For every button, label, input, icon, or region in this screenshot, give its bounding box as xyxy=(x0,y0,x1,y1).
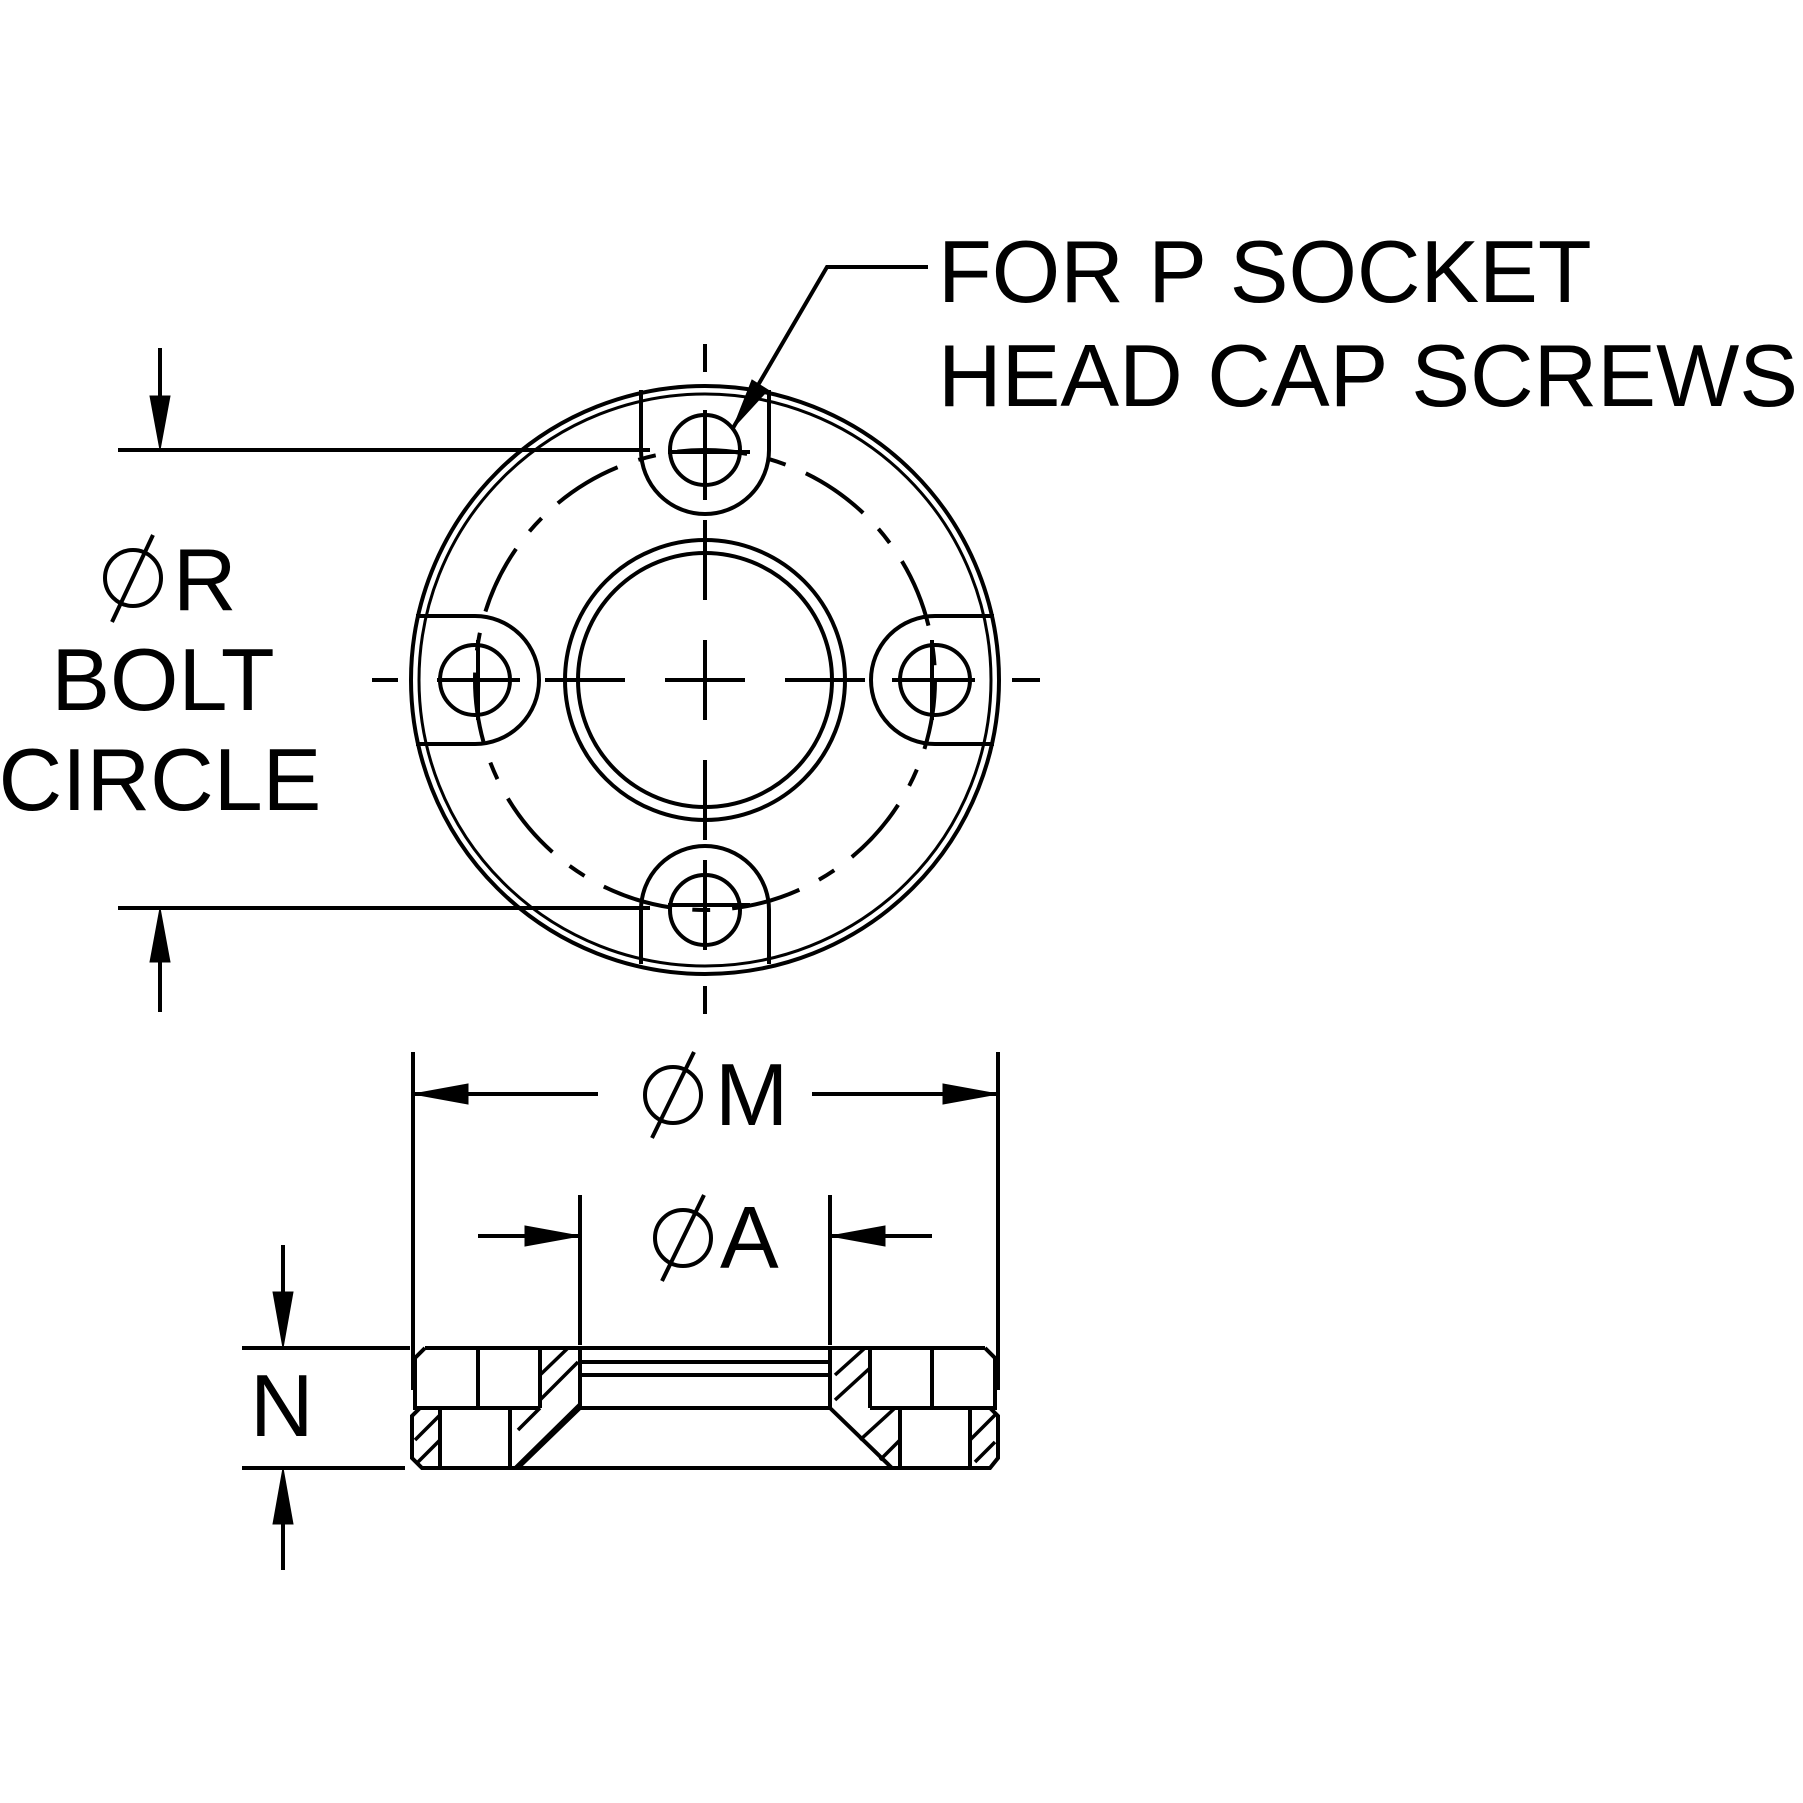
side-view xyxy=(410,1346,1000,1470)
diameter-symbol-r xyxy=(103,534,163,623)
outer-circle xyxy=(409,384,1001,976)
outer-diameter-label: M xyxy=(715,1045,788,1144)
diameter-symbol-m xyxy=(643,1051,703,1139)
bore-diameter-dimension xyxy=(478,1195,932,1345)
counterbore-slot-left xyxy=(416,614,541,746)
callout-text-line1: FOR P SOCKET xyxy=(938,222,1592,321)
bolt-circle-dimension xyxy=(118,348,650,1012)
diameter-symbol-a xyxy=(653,1194,713,1282)
callout-text-line2: HEAD CAP SCREWS xyxy=(938,326,1798,425)
counterbore-slot-bottom xyxy=(639,844,771,964)
outer-diameter-dimension xyxy=(411,1052,1000,1390)
section-hatching xyxy=(413,1346,997,1470)
center-lines xyxy=(372,344,1040,1014)
bolt-circle-text-line2: CIRCLE xyxy=(0,730,321,829)
bore-diameter-label: A xyxy=(720,1188,779,1287)
bolt-circle-text-line1: BOLT xyxy=(51,630,274,729)
callout-leader xyxy=(731,265,928,430)
outer-circle-inner-edge xyxy=(417,392,993,968)
counterbore-slot-right xyxy=(869,614,994,746)
counterbore-slot-top xyxy=(639,390,771,516)
bolt-circle-dim-label: R xyxy=(173,530,237,629)
height-dimension xyxy=(242,1245,410,1570)
top-view xyxy=(372,265,1040,1014)
height-label: N xyxy=(250,1356,314,1455)
screw-hole-crosshairs xyxy=(437,410,975,950)
